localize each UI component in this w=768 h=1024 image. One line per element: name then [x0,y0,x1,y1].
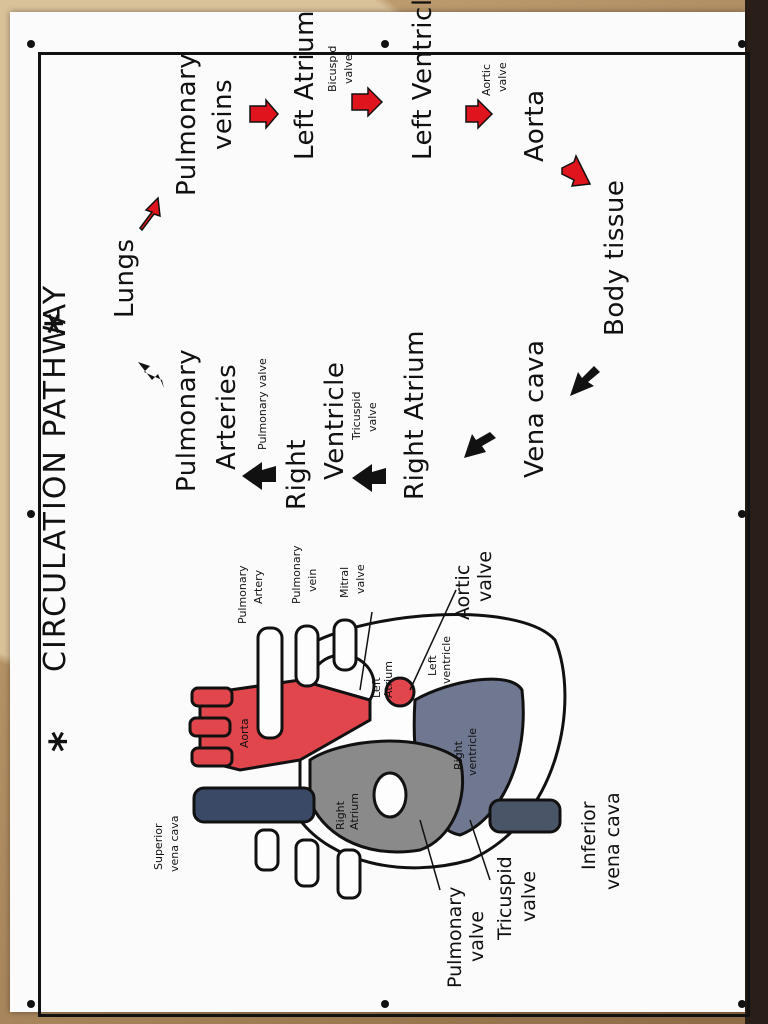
heart-label-right-atrium-2: Atrium [348,793,361,830]
label-pulmonary-arteries-line2: Arteries [212,363,242,470]
arrow-veins-to-left-atrium [249,97,279,131]
inferior-vena-cava [488,798,562,834]
border-frame [38,52,750,1017]
heart-label-aorta: Aorta [238,718,251,748]
arrow-body-to-vena-cava [570,366,600,396]
label-bicuspid-line2: valve [342,54,355,84]
arrow-ventricle-to-arteries [242,462,276,490]
heart-label-pulmonary-artery-1: Pulmonary [236,565,249,624]
heart-label-mitral-valve-1: Mitral [338,566,351,598]
label-left-ventricle: Left Ventricle [408,0,438,160]
heart-label-tricuspid-valve-1: Tricuspid [494,856,516,940]
arrow-right-atrium-to-right-ventricle [352,464,386,492]
label-right-ventricle-line1: Right [282,439,312,510]
heart-label-right-ventricle-1: Right [452,741,465,770]
heart-diagram [188,589,567,900]
heart-label-inferior-vena-cava-1: Inferior [578,801,600,870]
label-right-atrium: Right Atrium [400,330,430,500]
heart-label-right-atrium-1: Right [334,801,347,830]
arrow-vena-cava-to-right-atrium [464,432,496,458]
label-body-tissue: Body tissue [600,179,630,336]
heart-label-mitral-valve-2: valve [354,564,367,594]
label-tricuspid-line1: Tricuspid [350,391,363,440]
table-edge [745,0,768,1024]
frame-dots [27,40,746,1008]
arrow-left-atrium-to-left-ventricle [351,86,384,118]
heart-label-aortic-valve-1: Aortic [452,564,474,620]
aortic-valve-symbol [384,676,416,708]
arrow-aorta-to-body [561,154,592,187]
label-aortic-valve-line1: Aortic [480,63,493,96]
heart-label-left-ventricle-1: Left [426,655,439,676]
label-aortic-valve-line2: valve [496,62,509,92]
heart-label-left-atrium-2: Atrium [382,661,395,698]
arrow-lungs-to-veins [139,196,161,232]
heart-label-pulmonary-vein-2: vein [306,568,319,592]
superior-vena-cava [192,786,316,824]
pulmonary-artery-tube [256,626,284,740]
heart-label-right-ventricle-2: ventricle [466,727,479,776]
heart-label-aortic-valve-2: valve [474,550,496,602]
arrow-arteries-to-lungs [138,362,164,388]
label-pulmonary-arteries-line1: Pulmonary [172,348,202,492]
heart-label-pulmonary-artery-2: Artery [252,569,265,604]
title-star-bottom: * [42,731,88,752]
heart-label-pulmonary-vein-1: Pulmonary [290,545,303,604]
arrow-left-ventricle-to-aorta [465,98,494,130]
heart-label-inferior-vena-cava-2: vena cava [602,792,624,890]
label-pulmonary-veins-line1: Pulmonary [172,52,202,196]
heart-label-left-ventricle-2: ventricle [440,635,453,684]
label-pulmonary-valve: Pulmonary valve [256,358,269,450]
heart-label-pulmonary-valve-1: Pulmonary [444,886,466,988]
page-title: CIRCULATION PATHWAY [38,283,73,672]
heart-label-pulmonary-valve-2: valve [466,910,488,962]
oxygenated-arrows [139,86,592,232]
label-aorta: Aorta [520,89,550,162]
deoxygenated-arrows [138,362,600,492]
label-lungs: Lungs [110,238,140,318]
label-tricuspid-line2: valve [366,402,379,432]
label-bicuspid-line1: Bicuspid [326,45,339,92]
heart-label-superior-vena-cava-2: vena cava [168,815,181,872]
label-vena-cava: Vena cava [520,339,550,479]
label-pulmonary-veins-line2: veins [208,78,238,150]
label-right-ventricle-line2: Ventricle [320,361,350,480]
title-star-top: * [38,313,84,334]
label-left-atrium: Left Atrium [290,10,320,160]
heart-label-superior-vena-cava-1: Superior [152,823,165,870]
heart-label-tricuspid-valve-2: valve [518,870,540,922]
